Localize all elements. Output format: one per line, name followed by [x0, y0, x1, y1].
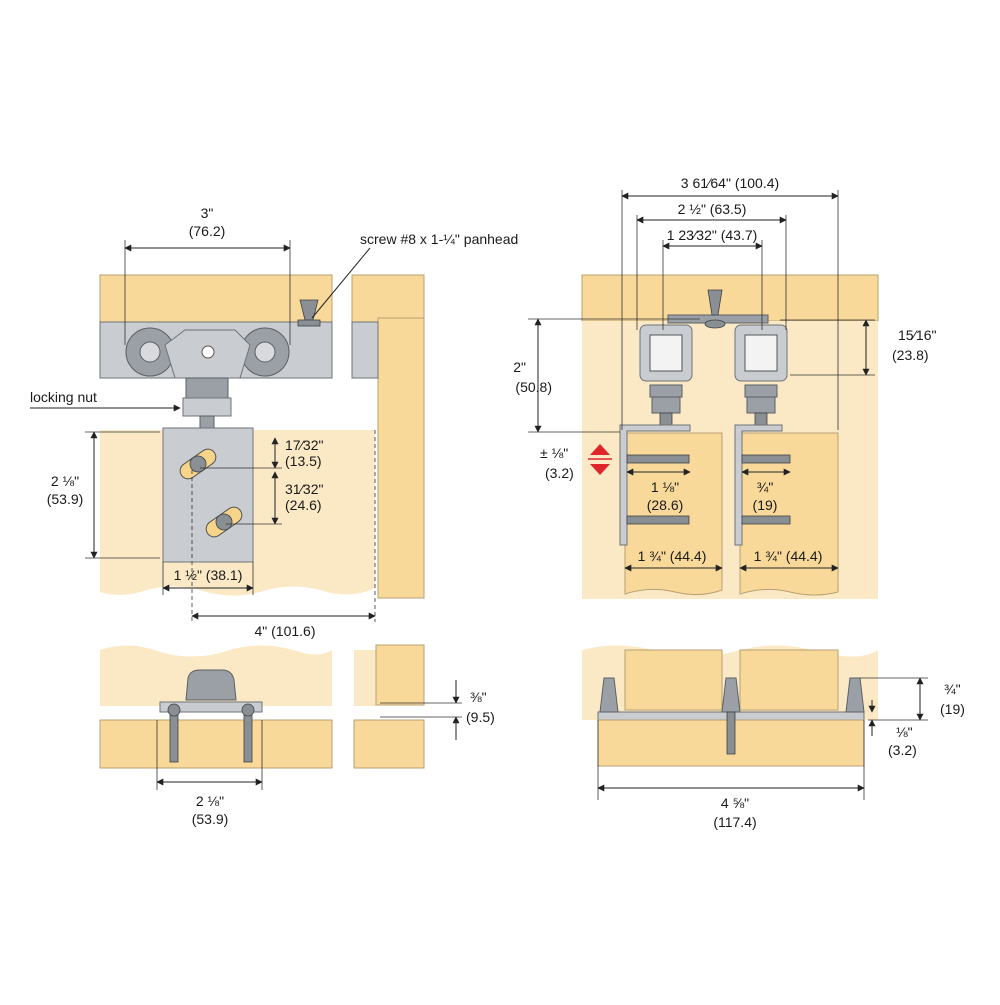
door-bottom-edge: [354, 650, 376, 706]
rt-screw1-mm: (28.6): [647, 497, 684, 513]
lt-width-in: 3": [201, 205, 214, 221]
locking-nut-label: locking nut: [30, 389, 97, 405]
rt-screw2-in: ¾": [757, 479, 774, 495]
rt-overall: 3 61⁄64" (100.4): [681, 175, 779, 191]
left-bottom-view: [99, 644, 462, 790]
guide-fins: [599, 677, 865, 713]
lt-slot1-in: 17⁄32": [285, 437, 323, 453]
rt-door1: 1 ¾" (44.4): [638, 548, 707, 564]
plate-slots: [179, 448, 243, 538]
lt-offset: 4" (101.6): [254, 623, 315, 639]
center-screw: [726, 711, 736, 755]
rb-gap-in: ⅛": [896, 724, 913, 740]
rt-inner: 1 23⁄32" (43.7): [667, 227, 758, 243]
left-top-view: [30, 240, 425, 622]
lb-gap-mm: (9.5): [466, 709, 495, 725]
lt-width-mm: (76.2): [189, 223, 226, 239]
bracket-right: [734, 424, 783, 546]
nut-washer: [182, 397, 232, 417]
rt-adjust-mm: (3.2): [545, 465, 574, 481]
rt-screw2-mm: (19): [753, 497, 778, 513]
rt-right-mm: (23.8): [892, 347, 929, 363]
lb-width-in: 2 ⅛": [196, 793, 224, 809]
jamb-top: [351, 274, 425, 326]
adjust-arrows: [588, 444, 612, 475]
top-screw: [704, 289, 726, 329]
right-header-beam: [581, 274, 879, 322]
rt-screw1-in: 1 ⅛": [651, 479, 679, 495]
track-end: [351, 321, 379, 379]
lt-slot2-mm: (24.6): [285, 497, 322, 513]
screw-label: screw #8 x 1-¼" panhead: [360, 231, 518, 247]
lt-plate-width: 1 ½" (38.1): [174, 567, 243, 583]
panhead-screw: [297, 299, 321, 327]
lt-height-mm: (53.9): [47, 491, 84, 507]
rt-height-mm: (50.8): [515, 379, 552, 395]
lb-gap-in: ⅜": [470, 689, 487, 705]
lt-slot2-in: 31⁄32": [285, 481, 323, 497]
lt-height-in: 2 ⅛": [51, 473, 79, 489]
door-jamb: [377, 317, 425, 599]
lt-slot1-mm: (13.5): [285, 453, 322, 469]
bracket-left: [619, 424, 691, 546]
rb-width-mm: (117.4): [713, 814, 756, 830]
floor-right: [353, 719, 425, 769]
guide-screws: [167, 703, 255, 763]
lb-width-mm: (53.9): [192, 811, 229, 827]
mounting-plate: [162, 427, 254, 563]
rt-right-in: 15⁄16": [898, 327, 936, 343]
door-left-bottom: [624, 649, 723, 711]
labels: 3" (76.2) screw #8 x 1-¼" panhead lockin…: [30, 175, 965, 830]
rb-guide-mm: (19): [940, 701, 965, 717]
rb-gap-mm: (3.2): [888, 742, 917, 758]
floor-guide: [185, 669, 237, 701]
trolley-left: [639, 324, 693, 430]
right-bottom-view: [582, 645, 928, 800]
rt-door2: 1 ¾" (44.4): [754, 548, 823, 564]
bracket-screws: [626, 454, 791, 525]
right-top-view: [528, 190, 879, 599]
rt-mid: 2 ½" (63.5): [678, 201, 747, 217]
rb-width-in: 4 ⅝": [721, 795, 749, 811]
door-right-bottom: [739, 649, 839, 711]
jamb-bottom: [375, 644, 425, 706]
trolley-wheels: [125, 327, 290, 379]
rb-guide-in: ¾": [944, 681, 961, 697]
rt-height-in: 2": [513, 359, 526, 375]
rt-adjust-in: ± ⅛": [540, 445, 568, 461]
guide-base: [159, 701, 263, 713]
screw-leader: [311, 247, 371, 319]
locking-nut: [185, 377, 229, 399]
floor-left: [99, 719, 333, 769]
